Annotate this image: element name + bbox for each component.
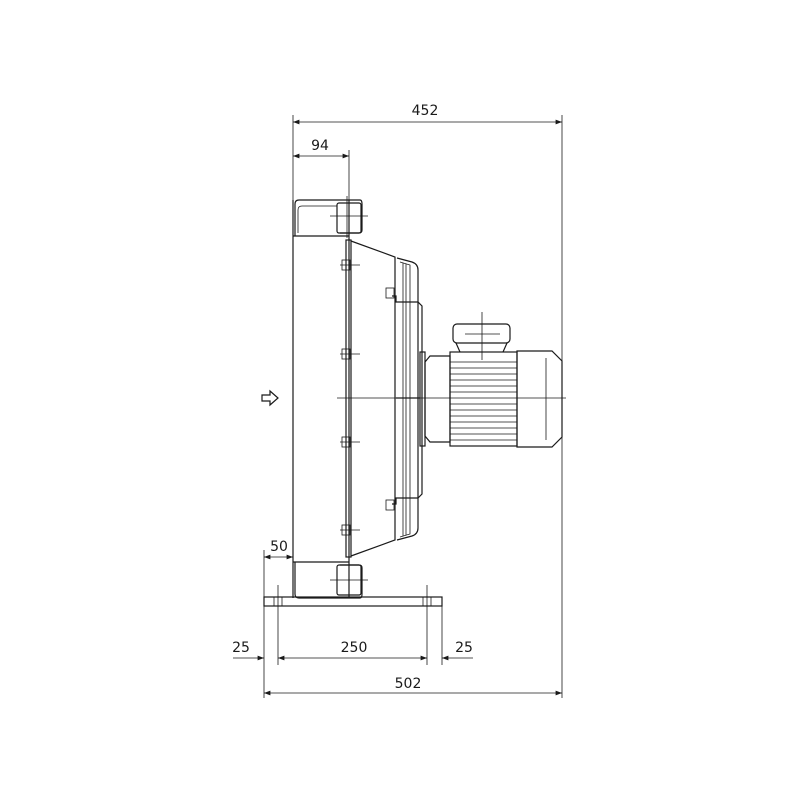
dim-core-offset: 94 <box>311 138 329 154</box>
fan-guard <box>385 257 423 541</box>
bolts <box>340 259 360 536</box>
fan-shroud <box>340 239 396 558</box>
electric-motor <box>419 312 563 448</box>
radiator-frame <box>292 196 368 599</box>
dim-right-margin: 25 <box>455 640 473 656</box>
extension-lines <box>263 115 563 698</box>
dim-foot-offset: 50 <box>270 539 288 555</box>
dimension-labels: 452 94 50 25 250 25 502 <box>232 103 473 692</box>
arrow-right-outline-icon <box>261 389 279 407</box>
dim-hole-spacing: 250 <box>341 640 368 656</box>
dim-overall-depth: 452 <box>412 103 439 119</box>
dim-left-margin: 25 <box>232 640 250 656</box>
dimension-lines <box>233 119 562 696</box>
dim-base-length: 502 <box>395 676 422 692</box>
